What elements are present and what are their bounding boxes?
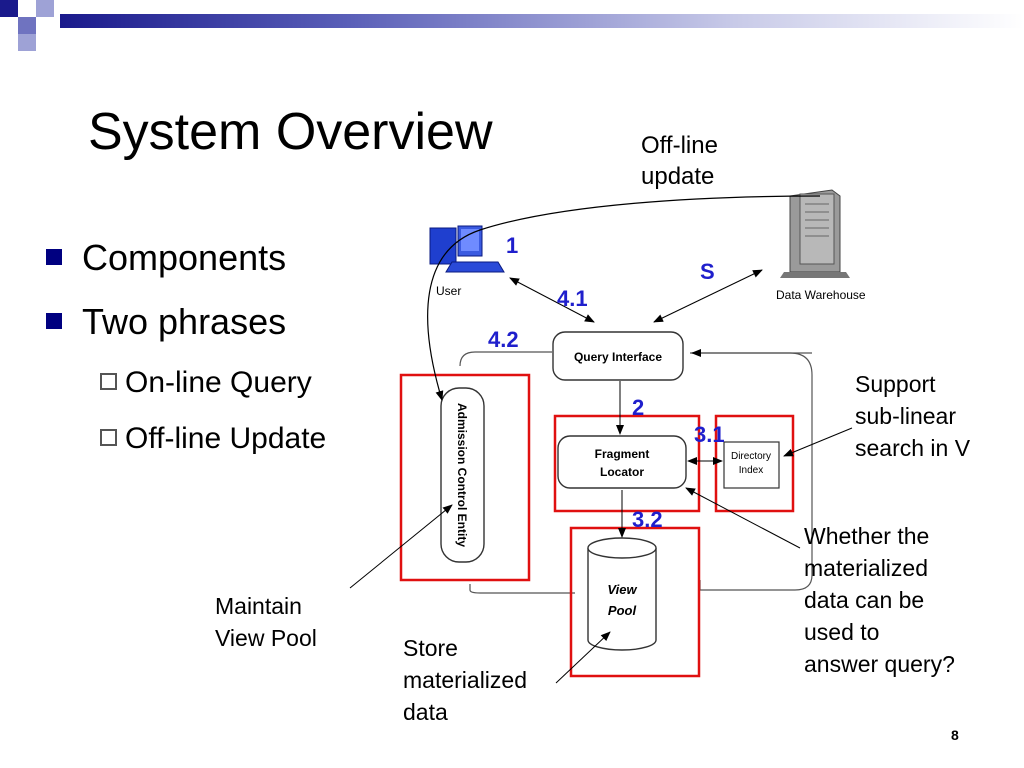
- page-number: 8: [951, 727, 959, 743]
- annotation-support: Support sub-linear search in V: [855, 371, 971, 461]
- arrow-user-query: [509, 277, 595, 323]
- step-label-s: S: [700, 259, 715, 284]
- hollow-square-bullet-icon: [100, 428, 117, 446]
- bullet-item: Two phrases: [46, 300, 286, 344]
- user-computer-icon: [429, 225, 505, 273]
- fragment-locator-box: [557, 435, 687, 489]
- sub-bullet-item: Off-line Update: [100, 420, 326, 458]
- arrow-warehouse-query: [653, 269, 763, 323]
- node-data-warehouse-label: Data Warehouse: [776, 288, 866, 302]
- bullet-item: Components: [46, 236, 286, 280]
- query-interface-label: Query Interface: [574, 350, 662, 364]
- fragment-locator-label-1: Fragment: [595, 447, 650, 461]
- view-pool-cylinder: [587, 537, 657, 651]
- corner-decoration: [0, 0, 70, 65]
- arrow-offline-update: [427, 195, 821, 401]
- highlight-box-admission: [399, 373, 531, 582]
- annotation-offline-update: Off-line update: [641, 132, 718, 190]
- node-user-label: User: [436, 284, 461, 298]
- step-label-2: 2: [632, 395, 645, 420]
- view-pool-label-1: View: [607, 582, 637, 597]
- data-warehouse-server-icon: [780, 189, 850, 278]
- square-bullet-icon: [46, 313, 62, 330]
- directory-index-label-1: Directory: [731, 451, 771, 462]
- fragment-locator-label-2: Locator: [600, 465, 644, 479]
- view-pool-label-2: Pool: [608, 603, 637, 618]
- directory-index-box: [723, 441, 780, 489]
- highlight-box-viewpool: [569, 526, 701, 678]
- header-bar: [60, 14, 1024, 28]
- step-label-4-1: 4.1: [557, 286, 588, 311]
- annotation-store: Store materialized data: [403, 635, 527, 725]
- step-label-4-2: 4.2: [488, 327, 519, 352]
- pointer-maintain: [349, 504, 453, 589]
- square-bullet-icon: [46, 249, 62, 266]
- step-label-3-2: 3.2: [632, 507, 663, 532]
- annotation-whether: Whether the materialized data can be use…: [804, 523, 955, 677]
- step-label-1: 1: [506, 233, 519, 258]
- pointer-support: [783, 427, 853, 457]
- query-interface-box: [552, 331, 684, 381]
- hollow-square-bullet-icon: [100, 372, 117, 390]
- sub-bullet-item: On-line Query: [100, 364, 312, 402]
- admission-control-box: [440, 387, 485, 563]
- pointer-whether: [685, 487, 801, 549]
- admission-control-label: Admission Control Entity: [455, 403, 469, 547]
- annotation-maintain: Maintain View Pool: [215, 593, 317, 651]
- slide-title: System Overview: [88, 103, 493, 161]
- step-label-3-1: 3.1: [694, 422, 725, 447]
- pointer-store: [555, 631, 611, 684]
- directory-index-label-2: Index: [739, 465, 763, 476]
